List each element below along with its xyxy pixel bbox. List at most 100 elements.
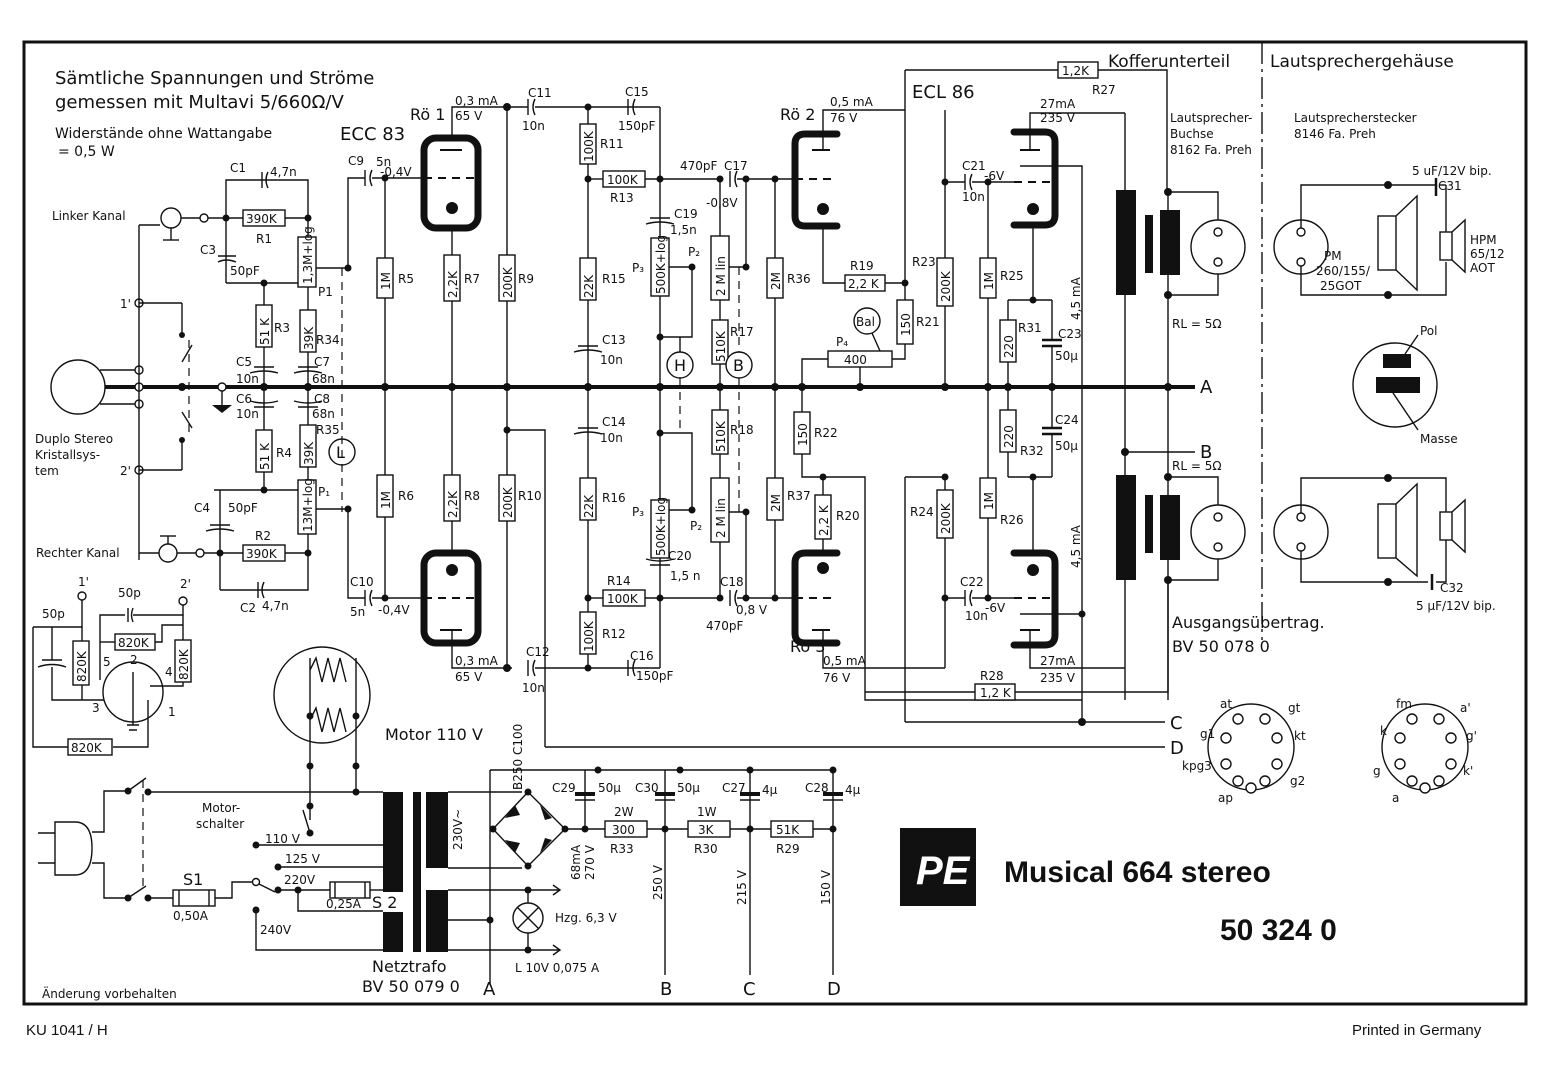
speaker-plug-line2: 8146 Fa. Preh [1294,127,1376,141]
capacitor-c15-ref: C15 [625,85,649,99]
resistor-r27-value: 1,2K [1062,64,1090,78]
woofer-label-1: PM [1324,249,1342,263]
resistor-r3-value: 51 K [258,317,272,345]
ecl86-pin-gt: gt [1288,701,1301,715]
resistor-r4-ref: R4 [276,446,292,460]
load-impedance-1: RL = 5Ω [1172,317,1222,331]
motor-label: Motor 110 V [385,725,483,744]
ecc83-pin-k1: k' [1463,764,1473,778]
resistor-r17-value: 510K [714,330,728,362]
mains-transformer-primary [383,792,403,892]
capacitor-c1-ref: C1 [230,161,246,175]
potentiometer-p2b-ref: P₂ [690,519,702,533]
output-transformer-part: BV 50 078 0 [1172,637,1270,656]
capacitor-c29-ref: C29 [552,781,576,795]
supply-label-a: A [483,979,496,1000]
speaker-socket-line3: 8162 Fa. Preh [1170,143,1252,157]
resistor-r19-ref: R19 [850,259,874,273]
capacitor-c22-ref: C22 [960,575,984,589]
resistor-r22-ref: R22 [814,426,838,440]
capacitor-c27-value: 4µ [762,783,778,797]
ro3-anode-voltage: 76 V [823,671,851,685]
capacitor-c1-value: 4,7n [270,165,297,179]
heater-label: Hzg. 6,3 V [555,911,617,925]
resistor-note-line1: Widerstände ohne Wattangabe [55,126,272,142]
ecl86-pin-g2: g2 [1290,774,1305,788]
capacitor-c4-ref: C4 [194,501,210,515]
resistor-r29-value: 51K [776,823,800,837]
load-impedance-2: RL = 5Ω [1172,459,1222,473]
resistor-r37-ref: R37 [787,489,811,503]
resistor-r9-value: 200K [501,266,515,298]
resistor-r3-ref: R3 [274,321,290,335]
measure-note-line2: gemessen mit Multavi 5/660Ω/V [55,92,344,113]
screen-current-2: 4,5 mA [1069,524,1083,568]
resistor-r37-value: 2M [769,494,783,512]
resistor-r7-value: 2,2K [446,270,460,298]
ecc83-pin-a: a [1392,791,1399,805]
resistor-r5-ref: R5 [398,272,414,286]
resistor-r34-ref: R34 [316,333,340,347]
resistor-r30-ref: R30 [694,842,718,856]
ro3-anode-current: 0,5 mA [823,654,867,668]
resistor-r10-value: 200K [501,486,515,518]
potentiometer-p2-ref: P₂ [688,245,700,259]
resistor-r16-ref: R16 [602,491,626,505]
tap-125v: 125 V [285,852,321,866]
left-input-jack [160,207,182,229]
resistor-r34-value: 39K [302,326,316,350]
potentiometer-p3-value: 500K+log [654,235,668,294]
secondary-voltage: 230V~ [451,809,465,850]
rail-b-voltage: 250 V [651,864,665,900]
capacitor-c28-ref: C28 [805,781,829,795]
mains-transformer-label: Netztrafo [372,957,447,976]
output-transformer-label: Ausgangsübertrag. [1172,613,1325,632]
ecl86-pin-kpg3: kpg3 [1182,759,1212,773]
resistor-r13-ref: R13 [610,191,634,205]
resistor-r8-value: 2,2K [446,490,460,518]
right-input-jack [158,543,178,563]
ro1-anode-current: 0,3 mA [455,94,499,108]
lamp-label: L 10V 0,075 A [515,961,600,975]
indicator-balance-label: Bal [856,315,875,329]
capacitor-c17-ref: C17 [724,159,748,173]
resistor-r35-ref: R35 [316,423,340,437]
resistor-r13-value: 100K [607,173,639,187]
speaker-socket-1 [1190,219,1246,275]
model-title: Musical 664 stereo [1004,856,1271,889]
left-channel-label: Linker Kanal [52,209,126,223]
capacitor-c32-value: 5 µF/12V bip. [1416,599,1496,613]
potentiometer-p3-ref: P₃ [632,261,644,275]
resistor-r23-ref: R23 [912,255,936,269]
resistor-r16-value: 22K [582,494,596,518]
capacitor-c30-ref: C30 [635,781,659,795]
woofer-2 [1377,503,1397,559]
resistor-r18-value: 510K [714,420,728,452]
cart-pin-4: 4 [165,665,173,679]
motor-symbol [273,646,371,744]
potentiometer-p1b-ref-label: P₁ [318,485,330,499]
tweeter-1 [1439,231,1453,261]
ro2-anode-current: 0,5 mA [830,95,874,109]
capacitor-c18-ref: C18 [720,575,744,589]
cartridge-symbol [50,359,106,415]
potentiometer-p4-ref: P₄ [836,335,848,349]
tweeter-label-3: AOT [1470,261,1495,275]
tube-ro1 [420,134,482,232]
speaker-plug-line1: Lautsprecherstecker [1294,111,1417,125]
rectifier-voltage: 270 V [583,844,597,880]
ro1b-grid-voltage: -0,4V [378,603,410,617]
potentiometer-p1b [297,479,317,535]
cart-pin-5: 5 [103,655,111,669]
resistor-r31-value: 220 [1002,335,1016,358]
resistor-note-line2: = 0,5 W [58,144,115,160]
resistor-r25-value: 1M [982,272,996,290]
pent1-grid-voltage: -6V [984,169,1005,183]
capacitor-c11-value: 10n [522,119,545,133]
pent1-anode-voltage: 235 V [1040,111,1076,125]
right-channel-label: Rechter Kanal [36,546,120,560]
cart-r-a-value: 820K [75,650,89,682]
pe-logo [900,828,976,906]
potentiometer-p2b-value: 2 M lin [714,498,728,538]
speaker-socket-line1: Lautsprecher- [1170,111,1252,125]
